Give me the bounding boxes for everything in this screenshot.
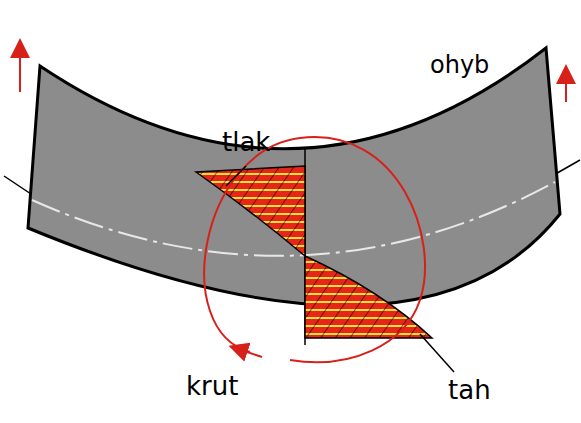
label-text: krut	[186, 372, 238, 401]
torsion-arrowhead	[238, 349, 262, 357]
label-text: ohyb	[430, 52, 489, 78]
force-arrow	[19, 48, 21, 92]
tension-diagram	[305, 256, 432, 338]
leader-line	[420, 334, 454, 372]
label-text: tlak	[222, 128, 270, 157]
torsion-loop	[204, 137, 425, 362]
label-text: tah	[448, 376, 491, 405]
force-arrow	[565, 74, 567, 102]
compression-diagram	[196, 166, 305, 256]
leader-line	[226, 166, 246, 186]
bent-beam	[28, 48, 560, 306]
